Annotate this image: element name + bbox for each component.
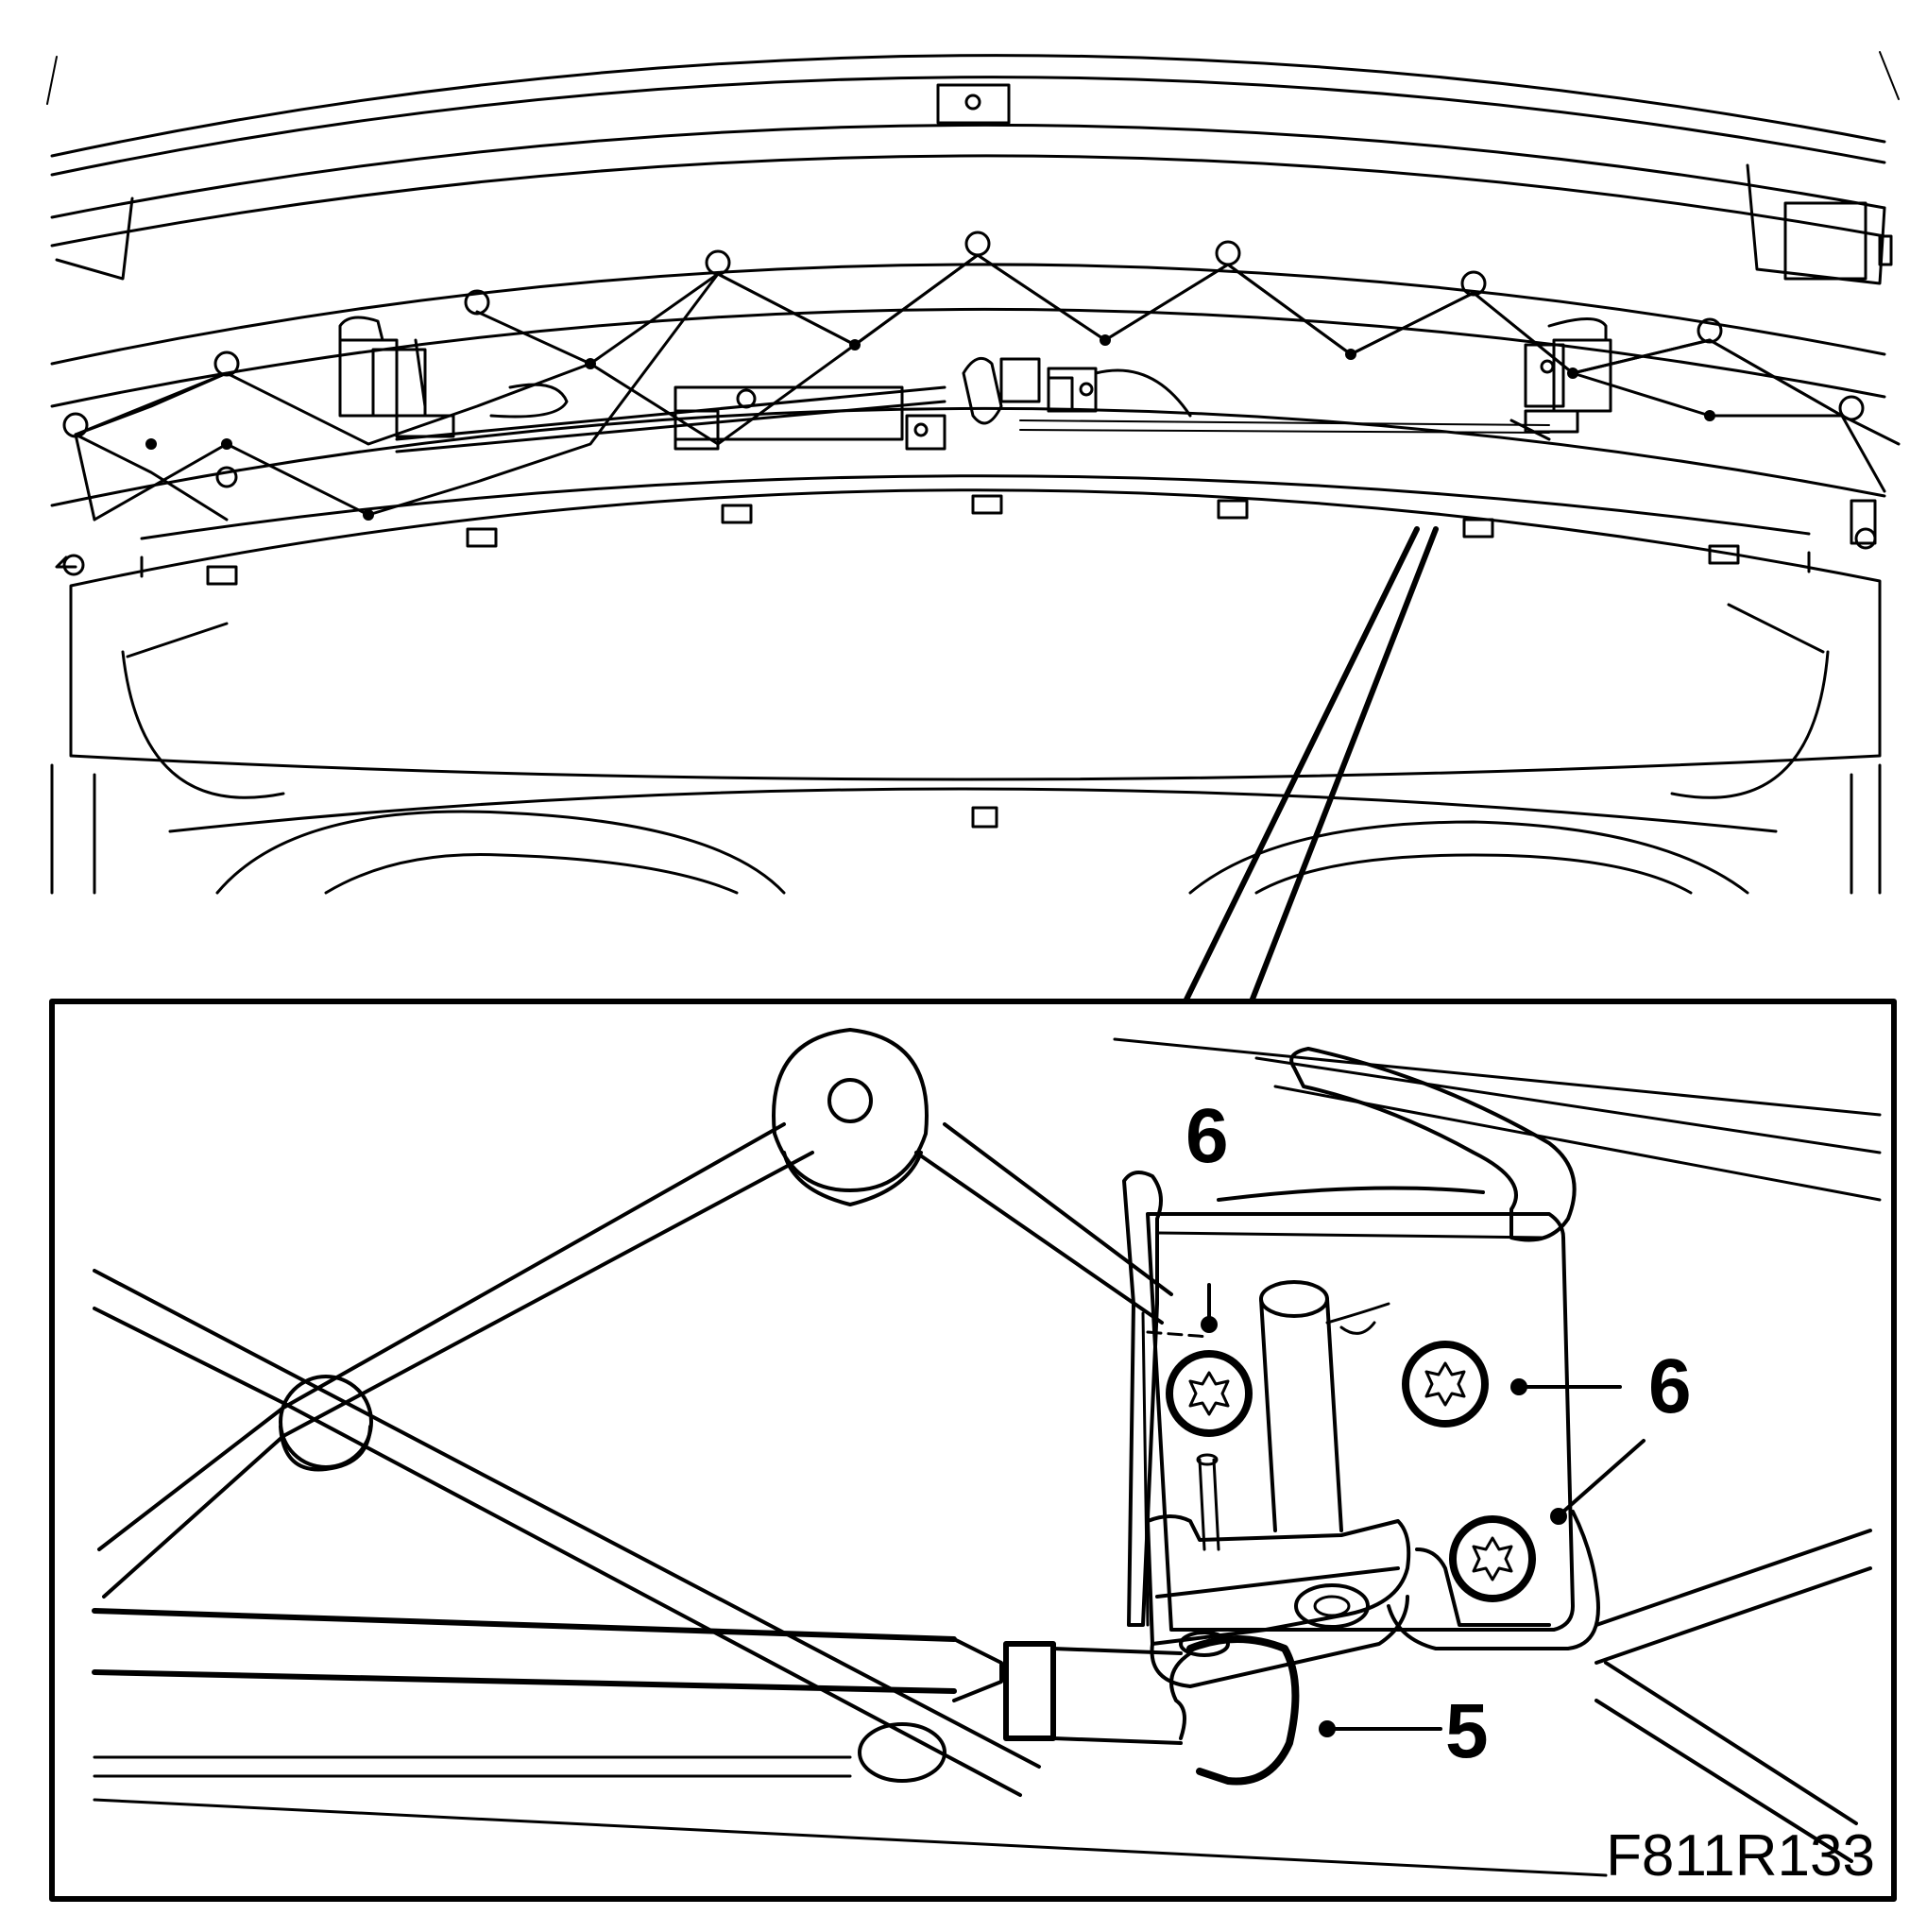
tailgate-hinge xyxy=(1122,1047,1600,1688)
parcel-shelf xyxy=(55,474,1882,829)
detail-net-cords xyxy=(93,1028,1872,1863)
gas-strut-overview xyxy=(395,385,946,453)
gas-strut xyxy=(92,1608,1300,1786)
figure-id-label: F811R133 xyxy=(1606,1823,1875,1889)
callout-6-right: 6 xyxy=(1648,1343,1692,1429)
upper-left-torx-screw xyxy=(1166,1350,1253,1437)
callout-leaders xyxy=(1201,1283,1646,1737)
cargo-net xyxy=(62,231,1901,521)
callout-5: 5 xyxy=(1445,1688,1489,1774)
lower-right-torx-screw xyxy=(1449,1515,1536,1602)
overview-drawing xyxy=(46,51,1901,1004)
latch-mechanism xyxy=(962,356,1550,434)
left-hinge xyxy=(338,316,569,438)
detail-view: 6 6 5 F811R133 xyxy=(49,999,1897,1902)
gas-strut-ball-socket xyxy=(1169,1631,1300,1786)
right-hinge xyxy=(1509,317,1612,441)
callout-6-upper-left: 6 xyxy=(1185,1093,1229,1179)
upper-right-torx-screw xyxy=(1402,1341,1489,1428)
